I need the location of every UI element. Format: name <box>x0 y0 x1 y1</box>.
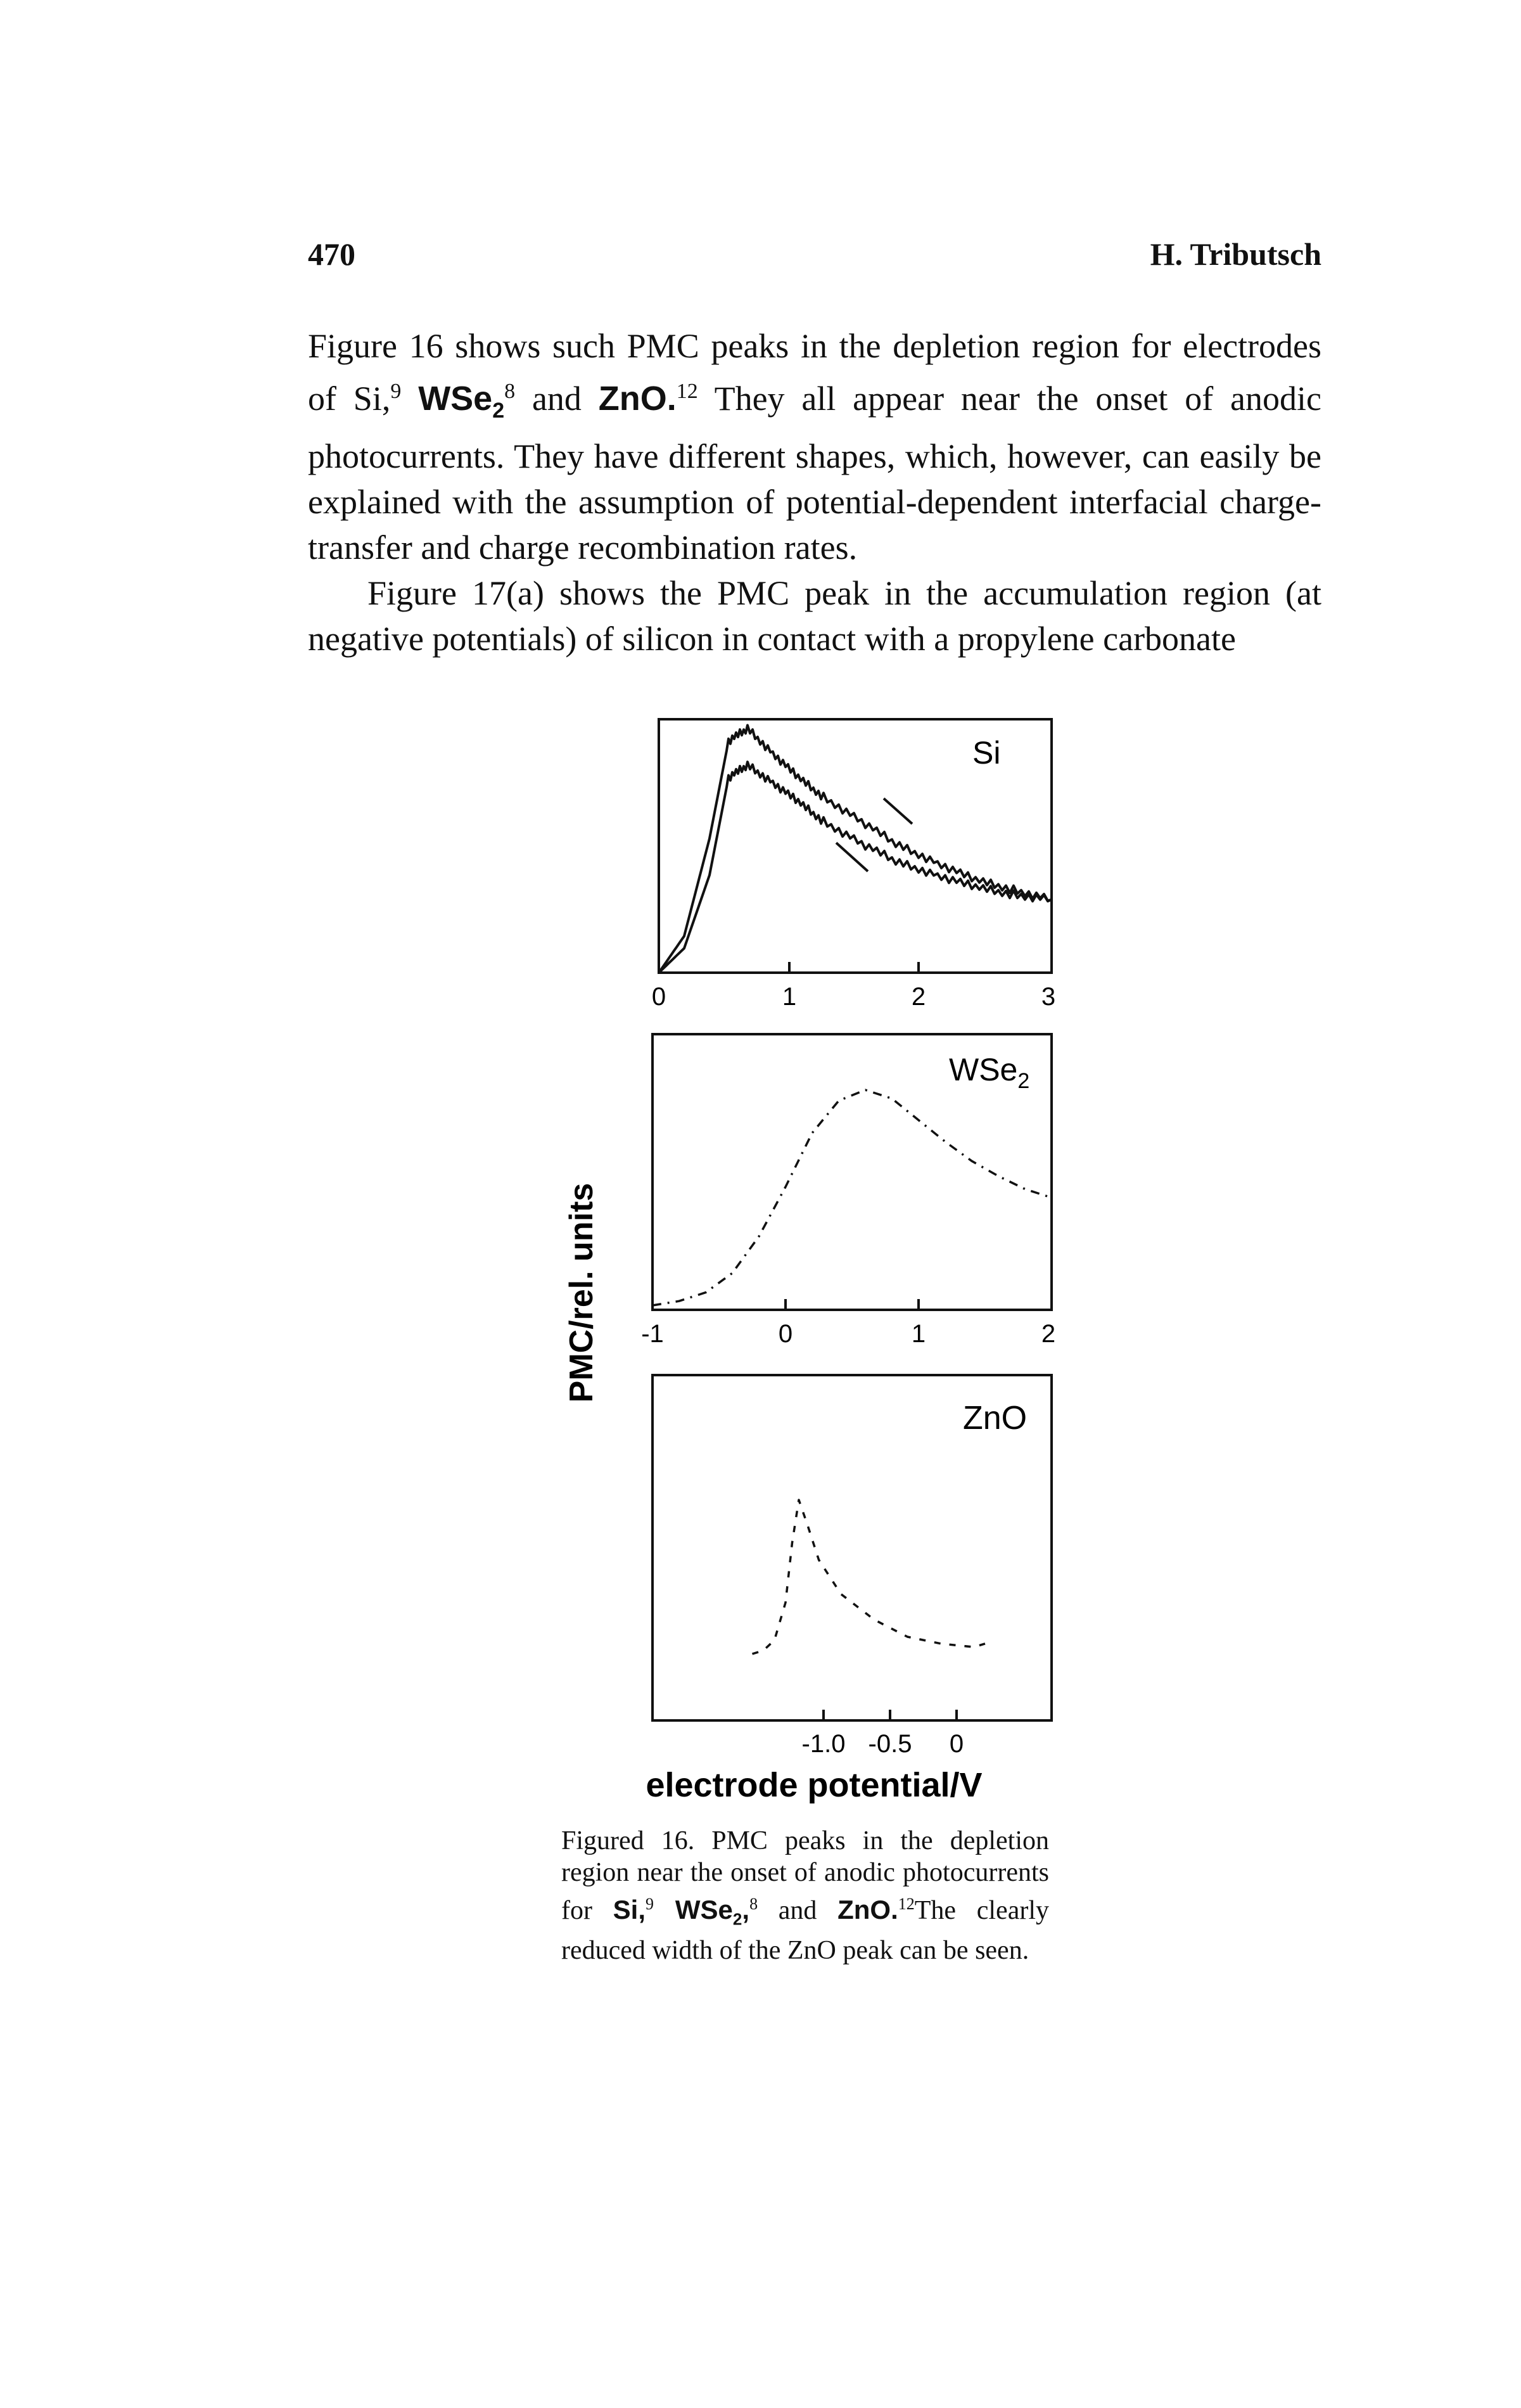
panel-wse2-frame <box>651 1033 1053 1311</box>
panel-si-frame <box>658 718 1053 974</box>
paragraph-2: Figure 17(a) shows the PMC peak in the a… <box>308 573 1321 658</box>
reference-superscript: 9 <box>646 1895 654 1913</box>
caption-si: Si, <box>613 1895 646 1924</box>
series-line <box>652 1089 1052 1307</box>
comma: , <box>742 1895 750 1924</box>
tick-label: 0 <box>652 983 666 1011</box>
page-header: 470 H. Tributsch <box>308 236 1321 286</box>
tick-label: 1 <box>782 983 796 1011</box>
caption-text: Figured 16. PMC peaks in the depletion r… <box>561 1826 1049 1925</box>
paragraph-1: Figure 16 shows such PMC peaks in the de… <box>308 323 1321 570</box>
reference-superscript: 9 <box>390 380 402 403</box>
panel-zno-label: ZnO <box>963 1400 1027 1437</box>
panel-zno-frame <box>651 1374 1053 1722</box>
series-line <box>658 760 1052 974</box>
tick-label: -1.0 <box>802 1730 846 1758</box>
panel-wse2-tick-labels: -1 0 1 2 <box>641 1320 1055 1348</box>
panel-zno-series <box>751 1499 986 1655</box>
tick-label: 2 <box>912 983 926 1011</box>
wse-text: WSe <box>418 380 493 418</box>
subscript: 2 <box>732 1909 742 1929</box>
paragraph-1-text: They all appear near the onset of anodic… <box>308 380 1321 567</box>
tick-label: 3 <box>1041 983 1055 1011</box>
reference-superscript: 12 <box>898 1895 915 1913</box>
tick-label: -1 <box>641 1320 664 1348</box>
tick-label: 1 <box>912 1320 926 1348</box>
wse-label-subscript: 2 <box>1017 1069 1029 1093</box>
subscript: 2 <box>492 398 505 423</box>
page-number: 470 <box>308 236 355 272</box>
panel-wse2-series <box>652 1089 1052 1307</box>
paragraph-1-text: and <box>515 380 599 418</box>
running-head: H. Tributsch <box>1150 236 1321 272</box>
panel-si-tick-labels: 0 1 2 3 <box>652 983 1055 1011</box>
zno-term: ZnO. <box>598 380 677 418</box>
caption-wse-text: WSe <box>654 1895 733 1924</box>
y-axis-label: PMC/rel. units <box>563 1183 600 1403</box>
wse-label-text: WSe <box>949 1052 1017 1087</box>
tick-label: 0 <box>779 1320 792 1348</box>
figure-caption: Figured 16. PMC peaks in the depletion r… <box>561 1825 1049 1966</box>
body-text: Figure 16 shows such PMC peaks in the de… <box>308 323 1321 662</box>
tick-label: 2 <box>1041 1320 1055 1348</box>
paragraph-1-text: Figure 16 shows such PMC peaks in the de… <box>308 327 1321 418</box>
x-axis-label: electrode potential/V <box>646 1766 982 1804</box>
tick-label: -0.5 <box>869 1730 912 1758</box>
series-line <box>751 1499 986 1655</box>
reference-superscript: 8 <box>749 1895 758 1913</box>
caption-wse2: WSe2, <box>654 1895 750 1928</box>
panel-zno-tick-labels: -1.0 -0.5 0 <box>802 1730 964 1758</box>
tick-marks <box>784 962 958 1720</box>
reference-superscript: 12 <box>676 380 698 403</box>
caption-zno: ZnO. <box>837 1895 898 1924</box>
reference-superscript: 8 <box>504 380 516 403</box>
tick-label: 0 <box>950 1730 964 1758</box>
panel-si-label: Si <box>972 735 1000 771</box>
panel-si-series <box>658 724 1052 974</box>
panel-wse2-label: WSe2 <box>949 1052 1029 1093</box>
wse2-term: WSe2 <box>418 380 504 423</box>
si-scan-arrow <box>882 797 913 825</box>
si-scan-arrow <box>835 842 869 873</box>
series-line <box>658 724 1052 974</box>
caption-text: The clearly reduced width of the ZnO pea… <box>561 1896 1049 1966</box>
caption-text: and <box>758 1896 838 1925</box>
